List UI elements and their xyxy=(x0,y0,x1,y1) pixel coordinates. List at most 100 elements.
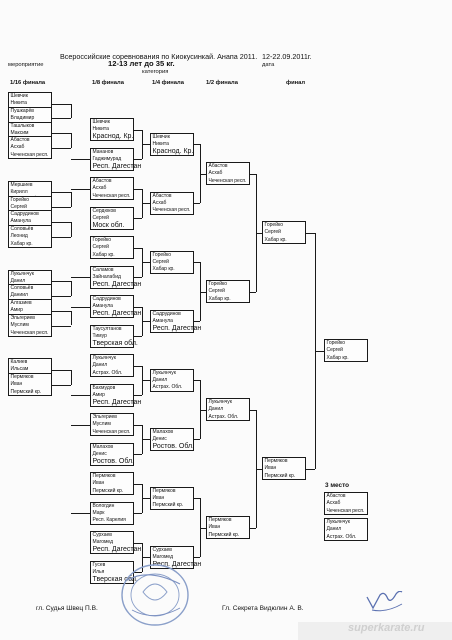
surname: Горейко xyxy=(152,251,172,258)
surname: Гусев xyxy=(92,561,106,568)
bracket-line xyxy=(134,395,142,396)
first-name: Данил xyxy=(152,376,168,383)
region: Хабар кр. xyxy=(326,354,349,361)
surname: Калиев xyxy=(10,359,28,366)
region: Чеченская респ. xyxy=(92,428,131,435)
first-name: Денис xyxy=(92,450,107,457)
region: Пермский кр. xyxy=(264,472,296,479)
bracket-line xyxy=(71,369,72,385)
first-name: Муслим xyxy=(92,421,111,427)
surname: Пермяков xyxy=(152,487,176,494)
bracket-line xyxy=(52,103,71,105)
secretary-signature-mark xyxy=(366,591,403,612)
bracket-line xyxy=(134,454,142,455)
surname: Малахов xyxy=(152,428,174,435)
bracket-line xyxy=(250,173,256,175)
bracket-line xyxy=(142,498,150,500)
date-label: дата xyxy=(262,62,275,68)
first-name: Сергей xyxy=(208,288,225,295)
surname: Горейко xyxy=(10,196,30,203)
bracket-line xyxy=(200,527,206,529)
event-label: мероприятие xyxy=(8,62,44,68)
bracket-line xyxy=(250,409,256,411)
region: Хабар кр. xyxy=(264,236,287,243)
bracket-line xyxy=(134,188,142,190)
first-name: Никита xyxy=(92,126,109,132)
region: Респ. Карелия xyxy=(92,517,126,523)
bracket-line xyxy=(134,424,142,426)
first-name: Данил xyxy=(326,526,342,532)
bracket-line xyxy=(71,103,72,119)
region: Респ. Дагестан xyxy=(152,324,202,332)
region: Респ. Дагестан xyxy=(92,280,142,288)
surname: Лукьянчук xyxy=(326,519,350,525)
surname: Пушкарёв xyxy=(10,107,34,114)
first-name: Амир xyxy=(92,391,105,398)
bracket-line xyxy=(52,325,71,327)
first-name: Иван xyxy=(152,494,165,501)
surname: Пермяков xyxy=(264,458,288,465)
surname: Абастов xyxy=(10,137,30,144)
bracket-line xyxy=(71,221,72,237)
bracket-line xyxy=(52,310,71,312)
surname: Вологдин xyxy=(92,502,115,509)
bracket-line xyxy=(256,468,262,470)
chief-judge-signature-line: гл. Судья Швец П.В. xyxy=(36,605,98,612)
bracket-line xyxy=(71,192,72,208)
event-dates: 12-22.09.2011г. xyxy=(262,52,312,61)
bracket-line xyxy=(306,232,315,234)
bracket-line xyxy=(142,321,150,323)
first-name: Владимир xyxy=(10,114,35,121)
first-name: Илья xyxy=(92,568,105,575)
region: Ростов. Обл. xyxy=(92,457,135,465)
bracket-line xyxy=(134,277,142,278)
bracket-line xyxy=(71,395,90,396)
bracket-line xyxy=(71,277,90,278)
first-name: Иван xyxy=(10,381,23,388)
first-name: Данил xyxy=(208,406,224,413)
first-name: Сергей xyxy=(92,244,109,250)
first-name: Даниил xyxy=(10,292,28,299)
bracket-line xyxy=(134,542,142,544)
bracket-line xyxy=(315,350,324,352)
region: Хабар кр. xyxy=(92,251,115,258)
region: Краснод. Кр. xyxy=(152,147,194,155)
bracket-line xyxy=(71,310,72,326)
surname: Садрудинов xyxy=(152,310,181,317)
first-name: Асхаб xyxy=(10,144,25,151)
region: Чеченская респ. xyxy=(10,329,49,336)
surname: Сурхаев xyxy=(92,532,112,538)
surname: Горейко xyxy=(92,237,112,243)
first-name: Иван xyxy=(264,465,277,472)
surname: Эльгериев xyxy=(92,414,117,420)
surname: Садрудинов xyxy=(10,211,39,218)
first-name: Сергей xyxy=(92,214,109,221)
first-name: Гаджимурад xyxy=(92,155,122,162)
bracket-line xyxy=(134,572,142,573)
bracket-line xyxy=(71,513,90,514)
first-name: Никита xyxy=(10,100,27,106)
bracket-line xyxy=(142,203,150,205)
first-name: Сергей xyxy=(10,203,27,210)
surname: Пермяков xyxy=(92,473,116,479)
surname: Горейко xyxy=(264,222,284,229)
bracket-line xyxy=(200,173,206,175)
surname: Лукьянчук xyxy=(10,270,34,277)
region: Пермский кр. xyxy=(10,388,42,395)
bracket-line xyxy=(194,321,200,323)
